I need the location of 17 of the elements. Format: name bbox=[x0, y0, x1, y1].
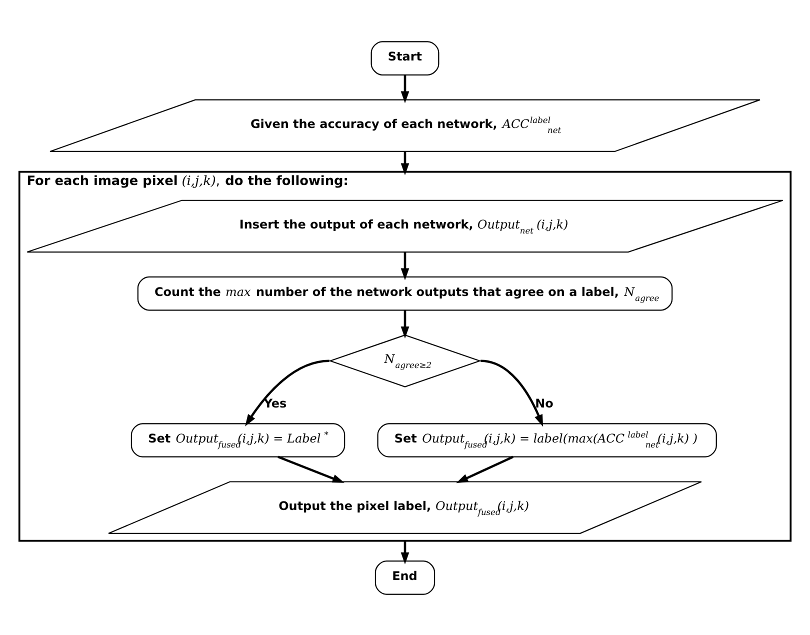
arrow bbox=[400, 252, 410, 280]
node-diamond: N$_{agree≥2}$ bbox=[328, 334, 482, 387]
node-box: Count the max number of the network outputs that agree on a label, N$_{agree}$ bbox=[137, 276, 673, 310]
node-box: Start bbox=[370, 40, 440, 75]
arrow bbox=[456, 455, 514, 483]
arrow bbox=[245, 359, 330, 426]
arrow bbox=[400, 540, 410, 564]
node-box: Set Output$_{fused}$(i,j,k) = Label$^{*}$ bbox=[130, 422, 346, 457]
arrow bbox=[278, 455, 344, 482]
node-box: End bbox=[374, 560, 436, 594]
node-box: Set Output$_{fused}$(i,j,k) = label(max(ACC$^{label}$$_{net}$(i,j,k) ) bbox=[377, 422, 717, 457]
edge-label: No bbox=[535, 396, 554, 410]
edge-label: Yes bbox=[264, 396, 287, 410]
arrow bbox=[400, 310, 410, 338]
arrow bbox=[400, 74, 410, 103]
arrow bbox=[400, 150, 410, 175]
arrow bbox=[480, 359, 544, 426]
